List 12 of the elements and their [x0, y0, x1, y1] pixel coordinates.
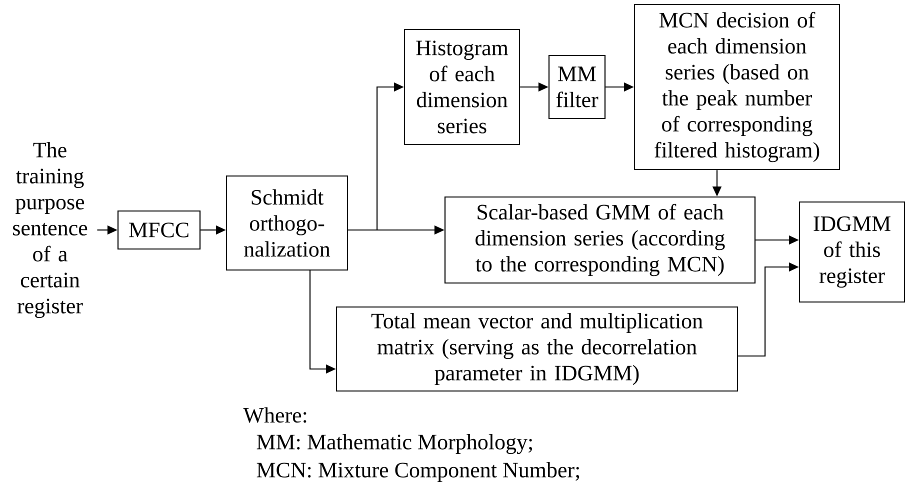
process-box: Histogram of each dimension series [404, 28, 520, 146]
process-box: Total mean vector and multiplication matrix (serving as the decorrelation parameter in IDGMM) [336, 306, 738, 392]
process-box: MCN decision of each dimension series (based on the peak number of corresponding filtered histogram) [634, 4, 840, 170]
input-text: The training purpose sentence of a certain register [13, 142, 88, 318]
process-box: MFCC [117, 210, 201, 250]
note-text: Where: [243, 407, 306, 423]
process-box: Schmidt orthogo- nalization [226, 175, 348, 271]
process-box: Scalar-based GMM of each dimension series (according to the corresponding MCN) [444, 196, 756, 284]
process-box: MM filter [548, 54, 606, 120]
process-box: IDGMM of this register [798, 201, 906, 303]
note-text: MCN: Mixture Component Number; [256, 462, 579, 482]
note-text: MM: Mathematic Morphology; [256, 434, 532, 454]
